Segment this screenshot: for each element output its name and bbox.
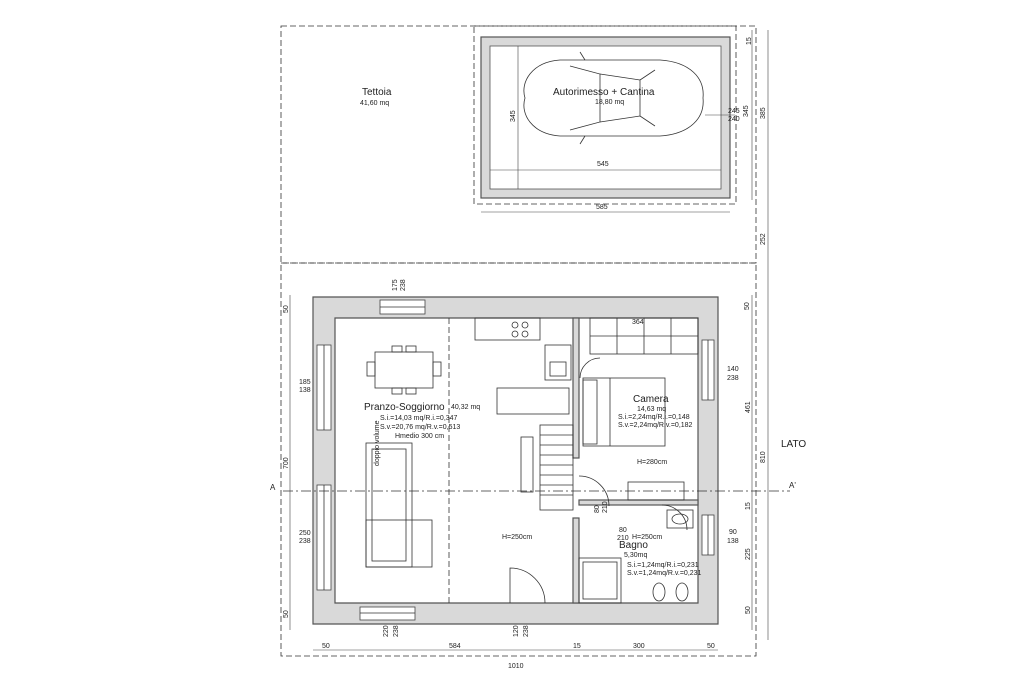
dim-w120: 120 — [513, 625, 520, 637]
dim-50c: 50 — [283, 305, 290, 313]
pranzo-height: Hmedio 300 cm — [395, 433, 444, 440]
dim-50b: 50 — [745, 606, 752, 614]
dim-585: 585 — [596, 204, 608, 211]
dim-w238e: 238 — [727, 375, 739, 382]
windows — [316, 299, 715, 621]
dim-w364: 364 — [632, 319, 644, 326]
pranzo-label: Pranzo-Soggiorno — [364, 402, 445, 413]
dim-w238c: 238 — [393, 625, 400, 637]
garage — [473, 25, 737, 205]
car-icon — [523, 51, 704, 145]
dim-w140: 140 — [727, 366, 739, 373]
door-swings — [509, 357, 688, 604]
wardrobe-icon — [589, 317, 699, 355]
bagno-area: 5,30mq — [624, 552, 647, 559]
sofa-icon — [365, 442, 433, 568]
house-outline — [280, 262, 757, 657]
dim-w138b: 138 — [727, 538, 739, 545]
dim-w185: 185 — [299, 379, 311, 386]
pranzo-sv: S.v.=20,76 mq/R.v.=0,513 — [380, 424, 460, 431]
tettoia-label: Tettoia — [362, 87, 392, 98]
dim-w80: 80 — [594, 505, 601, 513]
hall-height: H=250cm — [502, 534, 532, 541]
dim-1010: 1010 — [508, 663, 524, 670]
dim-252: 252 — [760, 233, 767, 245]
dim-15-bottom: 15 — [573, 643, 581, 650]
garage-area: 18,80 mq — [595, 99, 624, 106]
dim-15a: 15 — [746, 37, 753, 45]
bathroom-fixtures — [578, 509, 694, 604]
bagno-label: Bagno — [619, 540, 648, 551]
dim-700: 700 — [283, 457, 290, 469]
dim-50-bottom: 50 — [707, 643, 715, 650]
garage-label: Autorimesso + Cantina — [553, 87, 655, 98]
dim-15b: 15 — [745, 502, 752, 510]
bagno-height: H=250cm — [632, 534, 662, 541]
dim-50d: 50 — [283, 610, 290, 618]
staircase-icon — [520, 424, 574, 511]
camera-sv: S.v.=2,24mq/R.v.=0,182 — [618, 422, 693, 429]
dim-240: 240 — [728, 116, 740, 123]
dining-table-icon — [366, 345, 442, 395]
section-a2: A' — [789, 481, 796, 490]
kitchen-icon — [474, 317, 572, 415]
dim-584: 584 — [449, 643, 461, 650]
dim-w238b: 238 — [299, 538, 311, 545]
dim-300: 300 — [633, 643, 645, 650]
bagno-si: S.i.=1,24mq/R.i.=0,231 — [627, 562, 699, 569]
camera-area: 14,63 mq — [637, 406, 666, 413]
dim-461: 461 — [745, 401, 752, 413]
dim-50a: 50 — [744, 302, 751, 310]
camera-si: S.i.=2,24mq/R.i.=0,148 — [618, 414, 690, 421]
dim-50e: 50 — [322, 643, 330, 650]
dim-345b: 345 — [743, 105, 750, 117]
camera-height: H=280cm — [637, 459, 667, 466]
dim-w238d: 238 — [523, 625, 530, 637]
dim-385: 385 — [760, 107, 767, 119]
dim-w210: 210 — [602, 501, 609, 513]
lato-label: LATO — [781, 439, 806, 450]
dim-225: 225 — [745, 548, 752, 560]
dim-810: 810 — [760, 451, 767, 463]
section-a: A — [270, 483, 276, 492]
dim-w90: 90 — [729, 529, 737, 536]
pranzo-si: S.i.=14,03 mq/R.i.=0,347 — [380, 415, 458, 422]
dim-w80b: 80 — [619, 527, 627, 534]
dim-545: 545 — [597, 161, 609, 168]
dim-w175: 175 — [392, 279, 399, 291]
dim-w220: 220 — [383, 625, 390, 637]
bed-icon — [582, 377, 666, 447]
dim-w238: 238 — [400, 279, 407, 291]
doppio-volume-label: doppio volume — [374, 420, 381, 466]
tettoia-area: 41,60 mq — [360, 100, 389, 107]
dim-w250: 250 — [299, 530, 311, 537]
dim-345: 345 — [510, 110, 517, 122]
dim-w138: 138 — [299, 387, 311, 394]
camera-label: Camera — [633, 394, 669, 405]
pranzo-area: 40,32 mq — [451, 404, 480, 411]
house-walls — [312, 296, 719, 625]
bagno-sv: S.v.=1,24mq/R.v.=0,231 — [627, 570, 702, 577]
dim-245: 245 — [728, 108, 740, 115]
dim-w210b: 210 — [617, 535, 629, 542]
